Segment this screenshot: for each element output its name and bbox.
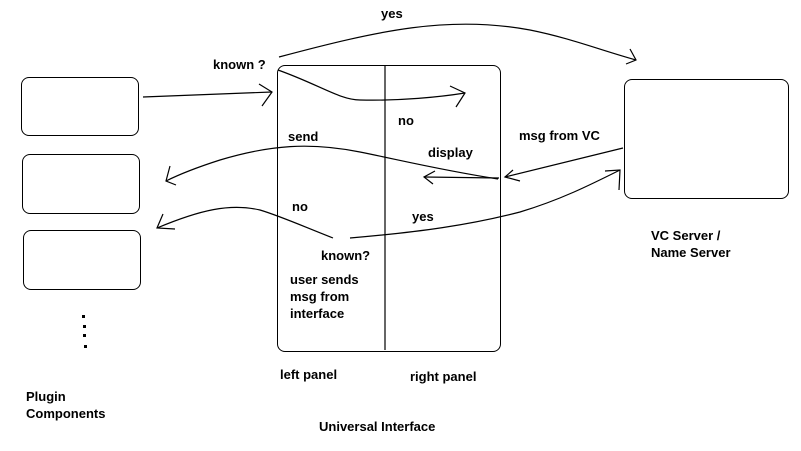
arrow-msg-from-vc xyxy=(504,147,624,178)
label-no-bottom: no xyxy=(292,199,308,214)
label-user-sends-line3: interface xyxy=(290,306,345,321)
arrow-yes-bottom-to-server xyxy=(349,169,621,239)
arrow-no-bottom-to-plugin xyxy=(156,206,334,239)
plugin-component-box-1 xyxy=(21,77,139,136)
label-plugin-components: Plugin Components xyxy=(26,388,105,422)
plugin-component-box-3 xyxy=(23,230,141,290)
universal-interface-box xyxy=(277,65,501,352)
arrow-msg-from-vc-head xyxy=(503,169,521,182)
arrow-yes-to-server-head xyxy=(625,48,637,65)
arrow-no-bottom-head xyxy=(156,213,176,230)
arrow-send-to-plugin xyxy=(165,145,499,182)
arrow-plugin-to-interface xyxy=(142,91,273,98)
arrow-plugin-to-interface-head xyxy=(258,83,273,107)
label-user-sends-line2: msg from xyxy=(290,289,350,304)
label-right-panel: right panel xyxy=(410,369,477,384)
label-user-sends-line1: user sends xyxy=(290,272,359,287)
label-msg-from-vc: msg from VC xyxy=(519,128,600,143)
label-plugin-line1: Plugin xyxy=(26,389,66,404)
vc-server-box xyxy=(624,79,789,199)
ellipsis-vertical-icon xyxy=(82,315,87,348)
label-yes-top: yes xyxy=(381,6,403,21)
label-left-panel: left panel xyxy=(280,367,338,382)
label-no-top: no xyxy=(398,113,414,128)
arrow-yes-bottom-head xyxy=(604,169,621,191)
arrow-no-to-right-panel xyxy=(277,69,466,101)
label-vc-server: VC Server / Name Server xyxy=(651,227,731,261)
label-vc-server-line1: VC Server / xyxy=(651,228,721,243)
arrow-display xyxy=(423,176,500,179)
label-plugin-line2: Components xyxy=(26,406,106,421)
label-user-sends-msg: user sends msg from interface xyxy=(290,271,359,322)
plugin-component-box-2 xyxy=(22,154,140,214)
label-known-bottom: known? xyxy=(321,248,371,263)
arrow-yes-to-server xyxy=(278,23,637,61)
label-send: send xyxy=(288,129,319,144)
label-yes-bottom: yes xyxy=(412,209,434,224)
label-vc-server-line2: Name Server xyxy=(651,245,731,260)
arrow-send-to-plugin-head xyxy=(165,165,177,186)
label-universal-interface: Universal Interface xyxy=(319,419,436,434)
arrow-no-to-right-panel-head xyxy=(449,85,466,108)
label-display: display xyxy=(428,145,473,160)
label-known-top: known ? xyxy=(213,57,266,72)
arrow-display-head xyxy=(422,170,436,185)
